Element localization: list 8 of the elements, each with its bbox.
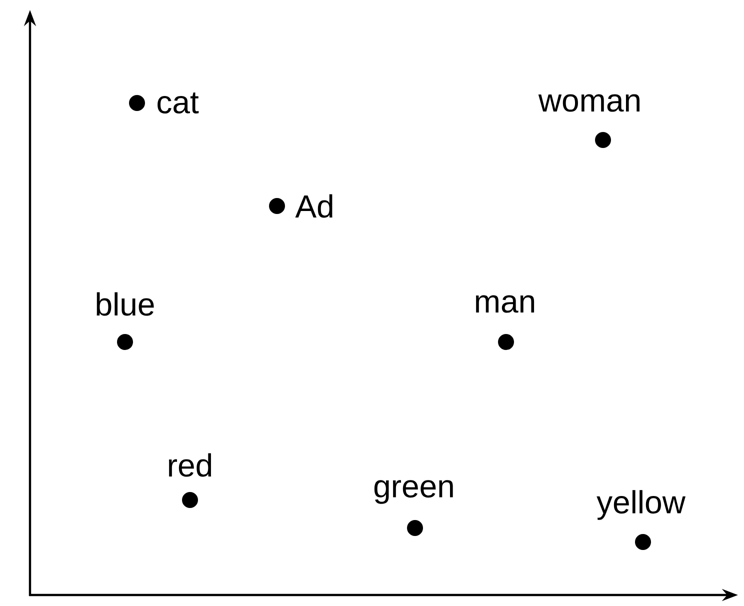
point-label: blue xyxy=(96,292,154,316)
point-label: Ad xyxy=(295,194,332,218)
point-label: cat xyxy=(158,92,199,114)
point-label: green xyxy=(374,480,453,504)
point-label: woman xyxy=(538,94,640,112)
point-label: yellow xyxy=(596,490,686,520)
point-label: red xyxy=(169,453,212,477)
point-label: man xyxy=(476,295,534,313)
